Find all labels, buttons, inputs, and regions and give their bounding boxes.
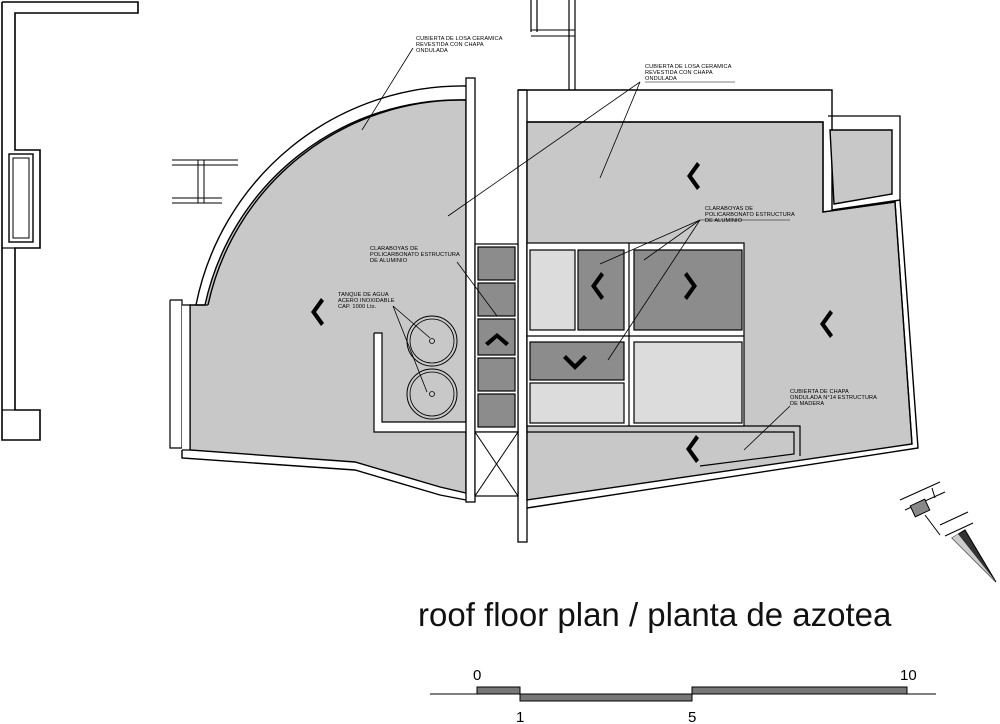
label-water-tank-1: TANQUE DE AGUA	[338, 292, 389, 298]
label-roof-tile-right-3: ONDULADA	[645, 76, 677, 82]
right-skylight-block	[526, 242, 745, 427]
label-skylight-left-3: DE ALUMINIO	[370, 258, 408, 264]
scale-tick-0: 0	[473, 667, 481, 684]
slope-arrow	[311, 298, 324, 326]
label-sheet-roof-3: DE MADERA	[790, 401, 824, 407]
label-skylight-right-2: POLICARBONATO ESTRUCTURA	[705, 212, 795, 218]
label-water-tank-2: ACERO INOXIDABLE	[338, 298, 395, 304]
scale-tick-1: 1	[516, 709, 524, 724]
annotations: CUBIERTA DE LOSA CERAMICA REVESTIDA CON …	[338, 36, 877, 407]
slope-arrow	[820, 310, 833, 338]
top-stair	[530, 0, 576, 90]
slope-arrow	[687, 162, 700, 190]
label-roof-tile-right-1: CUBIERTA DE LOSA CERAMICA	[645, 64, 732, 70]
slope-arrow	[686, 435, 699, 463]
label-water-tank-3: CAP. 1000 Lts.	[338, 304, 377, 310]
label-skylight-left-1: CLARABOYAS DE	[370, 246, 418, 252]
leader-lines	[361, 47, 791, 451]
scale-bar: 0 10 1 5	[430, 667, 936, 724]
label-sheet-roof-1: CUBIERTA DE CHAPA	[790, 389, 849, 395]
slope-arrow	[563, 355, 587, 370]
label-roof-tile-left-1: CUBIERTA DE LOSA CERAMICA	[416, 36, 503, 42]
label-roof-tile-right-2: REVESTIDA CON CHAPA	[645, 70, 713, 76]
slope-arrows	[311, 162, 833, 463]
label-roof-tile-left-2: REVESTIDA CON CHAPA	[416, 42, 484, 48]
label-skylight-left-2: POLICARBONATO ESTRUCTURA	[370, 252, 460, 258]
label-sheet-roof-2: ONDULADA N°14 ESTRUCTURA	[790, 395, 877, 401]
scale-tick-10: 10	[900, 667, 917, 684]
scale-tick-5: 5	[688, 709, 696, 724]
water-tanks	[406, 315, 458, 420]
slope-arrow	[684, 272, 697, 300]
label-skylight-right-1: CLARABOYAS DE	[705, 206, 753, 212]
left-elevation-outline	[1, 1, 139, 441]
center-skylight-column	[474, 243, 519, 497]
slope-arrow	[591, 272, 604, 300]
label-roof-tile-left-3: ONDULADA	[416, 48, 448, 54]
label-skylight-right-3: DE ALUMINIO	[705, 218, 743, 224]
north-arrow	[899, 481, 997, 583]
drawing-title: roof floor plan / planta de azotea	[418, 596, 892, 633]
slope-arrow	[485, 333, 509, 346]
left-balcony-railing	[172, 159, 238, 204]
left-roof	[169, 85, 477, 501]
